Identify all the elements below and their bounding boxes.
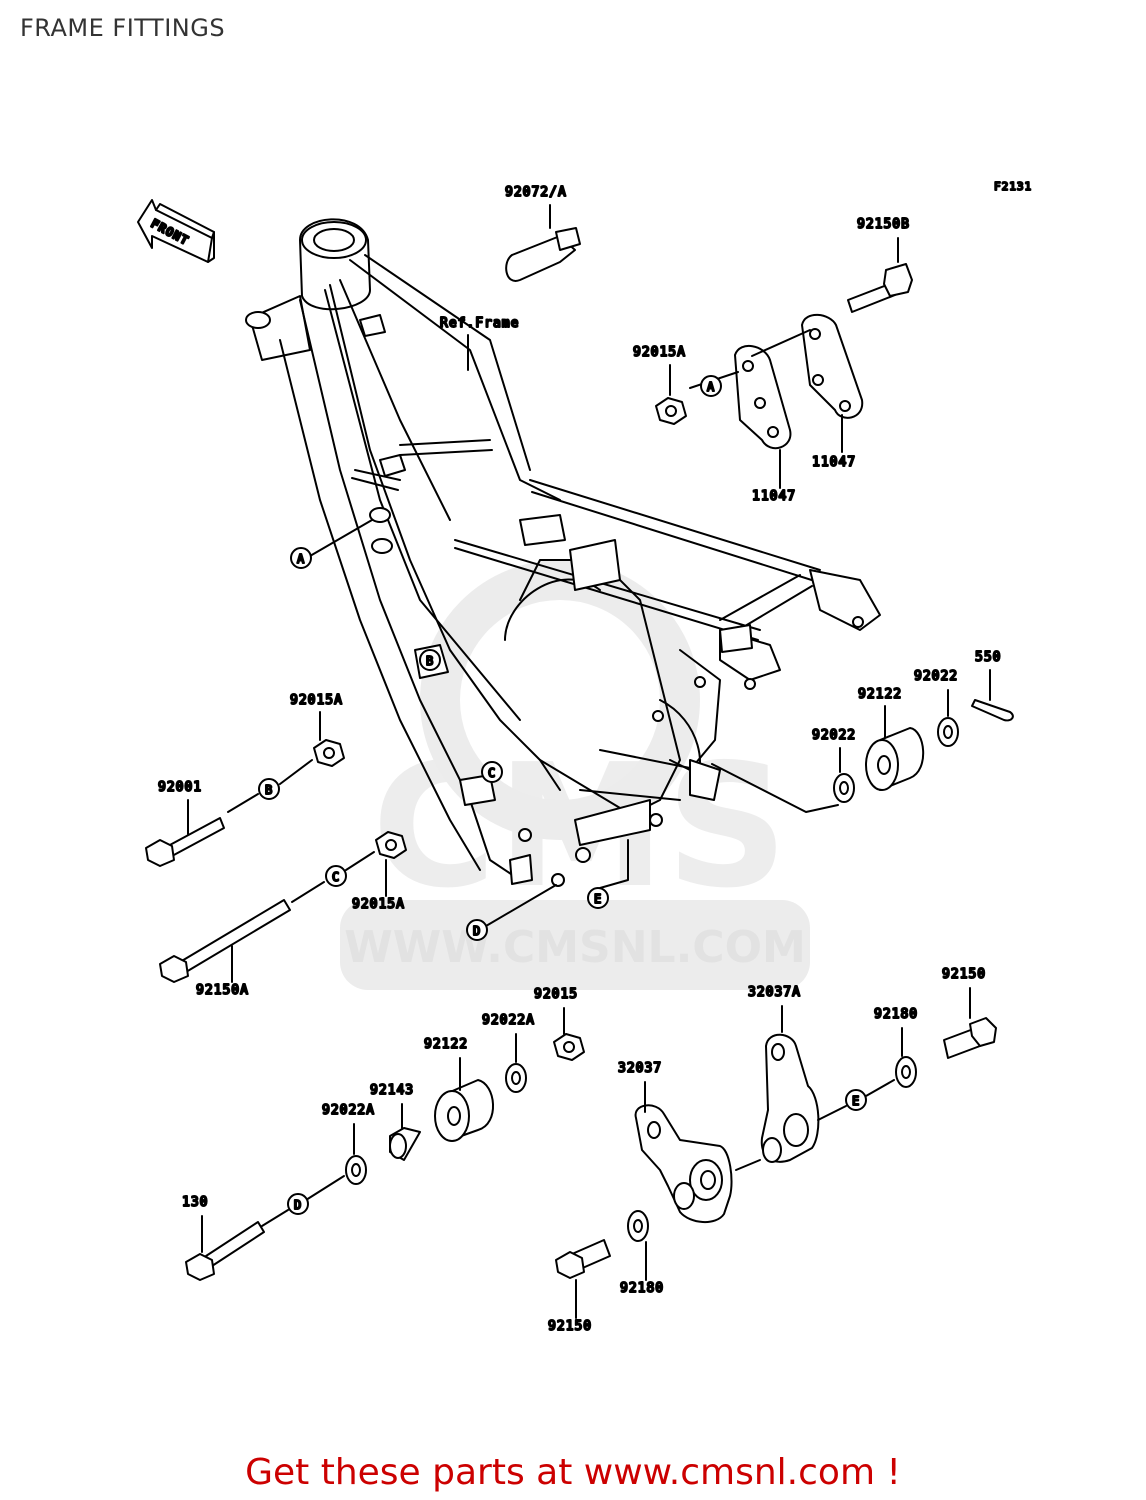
part-92150a-long-bolt — [159, 899, 291, 983]
svg-text:D: D — [473, 924, 480, 938]
label-92022a-a: 92022A — [482, 1013, 535, 1028]
part-92180-washer-right — [895, 1056, 917, 1088]
ref-marker-d-parts: D — [287, 1193, 309, 1215]
label-92022-inner: 92022 — [812, 728, 856, 743]
ref-marker-e-frame: E — [587, 839, 629, 909]
part-92122-bushing-right — [865, 727, 925, 791]
part-32037a-bracket — [760, 1033, 820, 1163]
label-92180-right: 92180 — [874, 1007, 918, 1022]
label-92150-lower: 92150 — [548, 1319, 592, 1334]
parts-diagram: WWW.CMSNL.COM CMS FRONT F2131 — [137, 179, 1032, 1335]
front-direction-arrow: FRONT — [137, 199, 215, 263]
svg-text:B: B — [426, 654, 433, 668]
label-92150-right: 92150 — [942, 967, 986, 982]
part-92015a-nut-b — [313, 739, 345, 767]
label-32037: 32037 — [618, 1061, 662, 1076]
part-92150-bolt-lower — [555, 1239, 611, 1279]
watermark-url: WWW.CMSNL.COM — [344, 922, 806, 973]
footer-promo: Get these parts at www.cmsnl.com ! — [0, 1452, 1146, 1493]
label-92122-lower: 92122 — [424, 1037, 468, 1052]
footer-link[interactable]: Get these parts at www.cmsnl.com ! — [245, 1452, 901, 1493]
ref-marker-e-parts: E — [845, 1089, 867, 1111]
part-550-cotter-pin — [971, 699, 1014, 722]
label-92001: 92001 — [158, 780, 202, 795]
ref-marker-b-parts: B — [258, 778, 280, 800]
svg-text:C: C — [488, 766, 495, 780]
ref-marker-b-frame: B — [419, 649, 441, 671]
ref-marker-c-frame: C — [481, 761, 503, 783]
page-title: FRAME FITTINGS — [20, 14, 226, 42]
part-92022-washer-inner — [833, 773, 855, 803]
svg-text:C: C — [332, 870, 339, 884]
label-92015a-top: 92015A — [633, 345, 686, 360]
part-92015-nut-lower — [553, 1033, 585, 1061]
label-92015a-c: 92015A — [352, 897, 405, 912]
label-92022-outer: 92022 — [914, 669, 958, 684]
part-92022a-washer-a — [505, 1063, 527, 1093]
svg-text:A: A — [707, 380, 715, 394]
label-92150b: 92150B — [857, 217, 910, 232]
part-92015a-nut-c — [375, 831, 407, 859]
svg-text:E: E — [852, 1094, 859, 1108]
ref-marker-a-parts: A — [700, 375, 722, 397]
ref-marker-c-parts: C — [325, 865, 347, 887]
label-550: 550 — [975, 650, 1001, 665]
part-92022-washer-outer — [937, 717, 959, 747]
svg-text:B: B — [265, 783, 272, 797]
label-11047-front: 11047 — [752, 489, 796, 504]
label-130: 130 — [182, 1195, 208, 1210]
label-92122-right: 92122 — [858, 687, 902, 702]
part-130-bolt — [185, 1221, 265, 1281]
part-92150-bolt-right — [943, 1017, 997, 1059]
label-92015: 92015 — [534, 987, 578, 1002]
part-92022a-washer-b — [345, 1155, 367, 1185]
label-92180-lower: 92180 — [620, 1281, 664, 1296]
ref-marker-d-frame: D — [466, 884, 557, 941]
part-92015a-nut-top — [655, 397, 687, 425]
ref-marker-a-frame: A — [290, 519, 373, 569]
svg-text:D: D — [294, 1198, 301, 1212]
label-92072a: 92072/A — [505, 185, 567, 200]
part-92150b-bolt — [847, 263, 913, 313]
part-92122-bushing-lower — [434, 1079, 494, 1142]
part-11047-plate-rear — [801, 313, 864, 419]
svg-text:A: A — [297, 552, 305, 566]
svg-text:E: E — [594, 892, 601, 906]
part-92143-collar — [389, 1127, 421, 1161]
label-92150a: 92150A — [196, 983, 249, 998]
part-92072a-clamp — [505, 227, 581, 282]
figure-code: F2131 — [994, 180, 1032, 193]
part-32037-bracket — [634, 1104, 733, 1223]
label-11047-rear: 11047 — [812, 455, 856, 470]
part-11047-plate-front — [734, 345, 792, 450]
label-92022a-b: 92022A — [322, 1103, 375, 1118]
part-92001-bolt — [145, 817, 225, 867]
ref-frame-label: Ref.Frame — [440, 316, 519, 331]
cmsnl-watermark: WWW.CMSNL.COM CMS — [340, 560, 810, 990]
label-32037a: 32037A — [748, 985, 801, 1000]
label-92143: 92143 — [370, 1083, 414, 1098]
label-92015a-b: 92015A — [290, 693, 343, 708]
part-92180-washer-lower — [627, 1210, 649, 1242]
